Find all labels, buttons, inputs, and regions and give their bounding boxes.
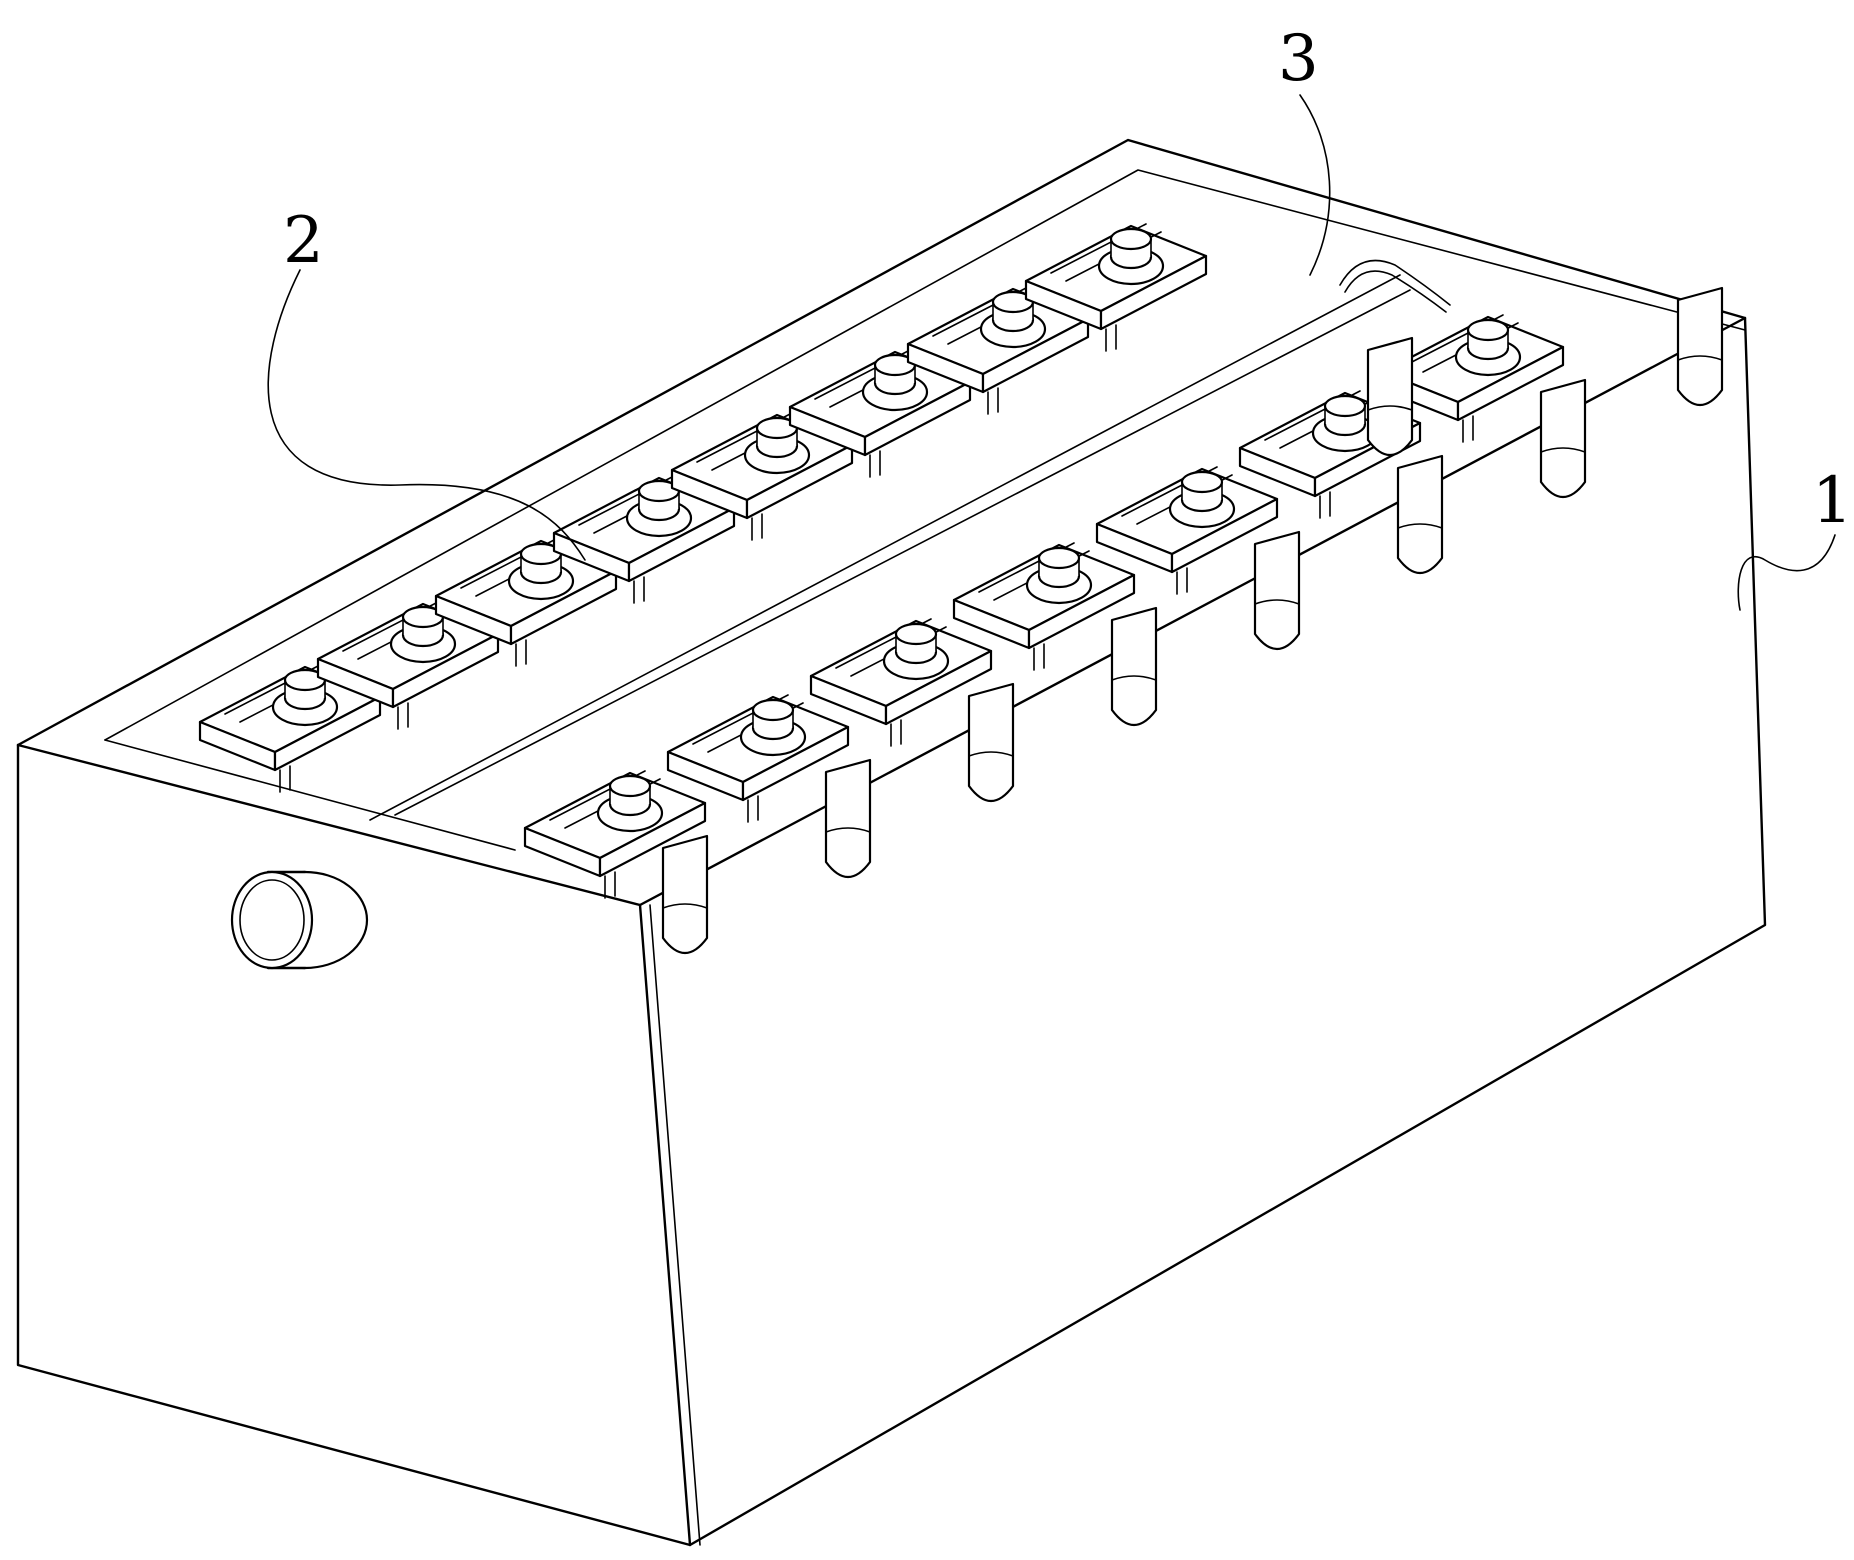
terminal-lug	[1366, 336, 1414, 456]
back-terminal-block	[434, 538, 618, 667]
terminal-lug	[1676, 286, 1724, 406]
port-opening	[230, 870, 314, 970]
housing-inner-rim	[104, 169, 1746, 741]
front-terminal-block	[952, 542, 1136, 671]
bolt-icon	[507, 542, 575, 601]
front-terminal-block	[809, 618, 993, 747]
label-1: 1	[1812, 464, 1853, 538]
back-terminal-block	[788, 349, 972, 478]
terminal-lug	[661, 834, 709, 954]
bolt-icon	[739, 698, 807, 757]
terminal-lug	[1110, 606, 1158, 726]
label-2: 2	[283, 204, 324, 278]
housing	[16, 138, 1767, 1547]
bolt-icon	[625, 479, 693, 538]
front-terminal-block	[1381, 314, 1565, 443]
front-terminal-block	[523, 770, 707, 899]
leader-line-3	[1299, 94, 1331, 276]
leader-line-1	[1737, 534, 1836, 611]
bolt-icon	[1168, 470, 1236, 529]
bolt-icon	[271, 668, 339, 727]
bolt-icon	[1097, 227, 1165, 286]
terminal-lug	[1539, 378, 1587, 498]
back-terminal-block	[198, 664, 382, 793]
back-terminal-block	[316, 601, 500, 730]
back-terminal-block	[670, 412, 854, 541]
bolt-icon	[882, 622, 950, 681]
back-terminal-row	[198, 223, 1208, 793]
bolt-icon	[743, 416, 811, 475]
back-terminal-block	[1024, 223, 1208, 352]
bolt-icon	[861, 353, 929, 412]
bolt-icon	[1025, 546, 1093, 605]
bolt-icon	[596, 774, 664, 833]
label-3: 3	[1278, 22, 1319, 96]
terminal-lug	[1396, 454, 1444, 574]
housing-front-corner	[638, 903, 692, 1547]
cable	[1339, 259, 1451, 306]
terminal-lug	[967, 682, 1015, 802]
bolt-icon	[979, 290, 1047, 349]
front-terminal-block	[666, 694, 850, 823]
back-terminal-block	[552, 475, 736, 604]
terminal-lug	[824, 758, 872, 878]
terminal-lug	[1253, 530, 1301, 650]
back-terminal-block	[906, 286, 1090, 415]
leader-line-2	[267, 269, 586, 561]
bolt-icon	[1454, 318, 1522, 377]
front-terminal-block	[1095, 466, 1279, 595]
housing-outline	[16, 138, 1767, 1547]
front-terminal-row	[523, 286, 1724, 954]
side-port	[230, 870, 369, 970]
